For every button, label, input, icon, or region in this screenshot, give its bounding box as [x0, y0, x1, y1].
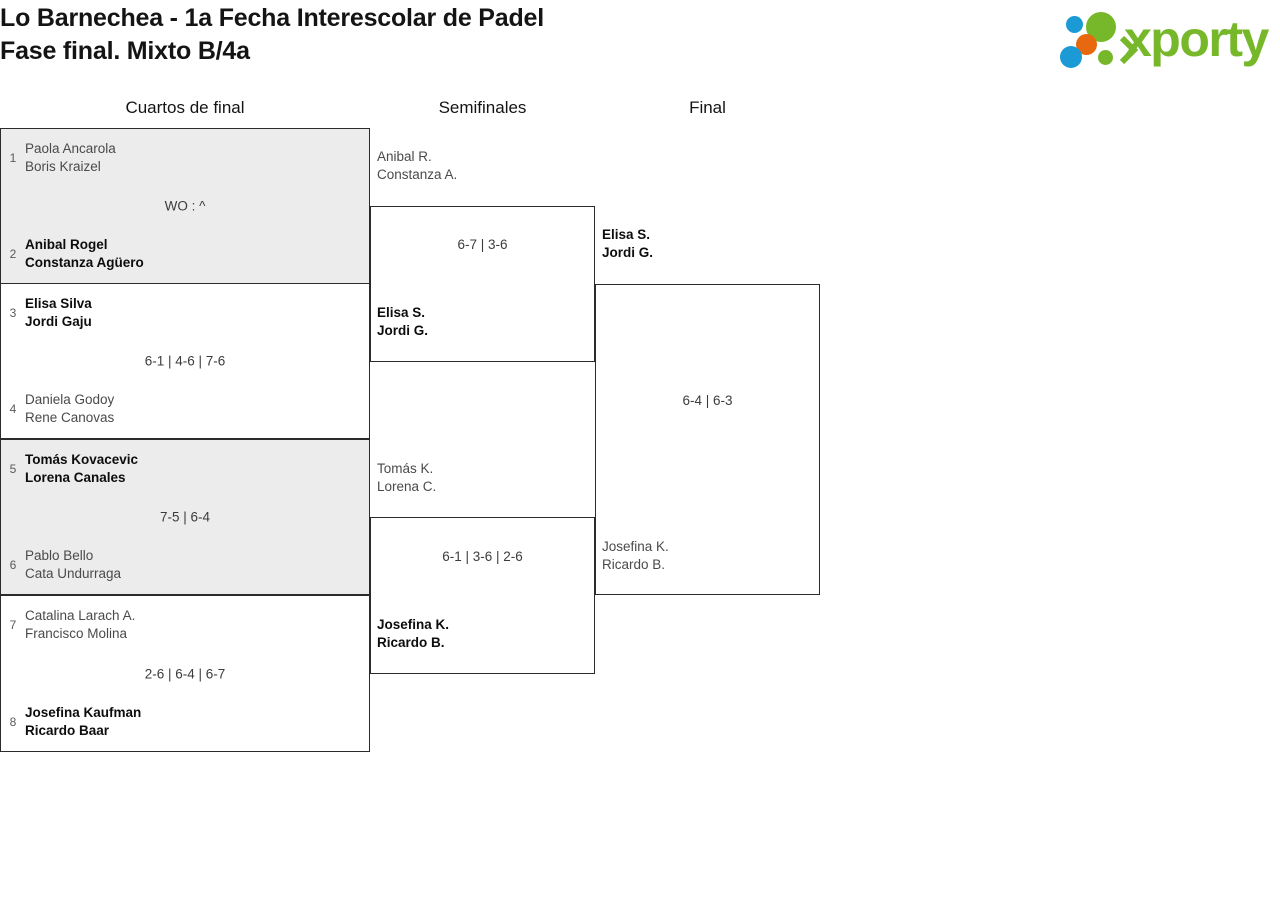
- player-name-1: Elisa S.: [602, 227, 651, 242]
- team-names: Catalina Larach A. Francisco Molina: [25, 607, 135, 643]
- seed-number: 1: [9, 151, 17, 165]
- logo-dot-green-small: [1098, 50, 1113, 65]
- match-team-top[interactable]: 3 Elisa Silva Jordi Gaju: [1, 291, 369, 335]
- match-quarterfinal-2[interactable]: 3 Elisa Silva Jordi Gaju 6-1 | 4-6 | 7-6…: [0, 283, 370, 439]
- match-score: 7-5 | 6-4: [159, 509, 211, 525]
- match-semifinal-2[interactable]: [370, 517, 595, 674]
- semifinal-2-score: 6-1 | 3-6 | 2-6: [442, 549, 523, 564]
- match-team-top[interactable]: 1 Paola Ancarola Boris Kraizel: [1, 136, 369, 180]
- player-name-1: Daniela Godoy: [25, 392, 115, 407]
- player-name-1: Pablo Bello: [25, 548, 94, 563]
- team-names: Anibal Rogel Constanza Agüero: [25, 236, 144, 272]
- seed-number: 3: [9, 306, 17, 320]
- match-score: 6-1 | 4-6 | 7-6: [144, 353, 226, 369]
- player-name-1: Anibal Rogel: [25, 237, 108, 252]
- logo-dot-blue-large: [1060, 46, 1082, 68]
- player-name-1: Anibal R.: [377, 149, 432, 164]
- match-team-bottom[interactable]: 2 Anibal Rogel Constanza Agüero: [1, 232, 369, 276]
- player-name-1: Elisa Silva: [25, 296, 92, 311]
- final-score: 6-4 | 6-3: [682, 393, 733, 408]
- player-name-1: Paola Ancarola: [25, 141, 116, 156]
- team-names: Paola Ancarola Boris Kraizel: [25, 140, 116, 176]
- team-names: Josefina Kaufman Ricardo Baar: [25, 704, 141, 740]
- page-header: Lo Barnechea - 1a Fecha Interescolar de …: [0, 0, 1280, 88]
- logo-wordmark: xporty: [1124, 11, 1269, 67]
- round-header-final: Final: [689, 98, 726, 117]
- round-header-semifinals: Semifinales: [438, 98, 527, 117]
- player-name-1: Tomás K.: [377, 461, 434, 476]
- round-header-quarterfinals: Cuartos de final: [125, 98, 245, 117]
- title-line-2: Fase final. Mixto B/4a: [0, 37, 250, 65]
- logo-dot-orange: [1076, 34, 1097, 55]
- page-title: Lo Barnechea - 1a Fecha Interescolar de …: [0, 2, 544, 68]
- seed-number: 4: [9, 402, 17, 416]
- player-name-2: Ricardo B.: [377, 635, 445, 650]
- semifinal-1-team-top[interactable]: Anibal R. Constanza A.: [377, 148, 457, 184]
- player-name-2: Ricardo B.: [602, 557, 666, 572]
- semifinal-2-team-bottom[interactable]: Josefina K. Ricardo B.: [377, 616, 449, 652]
- logo-dots-icon: [1058, 10, 1139, 68]
- logo-dot-blue-small: [1066, 16, 1083, 33]
- player-name-1: Josefina K.: [602, 539, 669, 554]
- final-team-top[interactable]: Elisa S. Jordi G.: [602, 226, 653, 262]
- player-name-2: Cata Undurraga: [25, 566, 122, 581]
- match-final[interactable]: [595, 284, 820, 595]
- player-name-2: Jordi G.: [377, 323, 429, 338]
- semifinal-1-score: 6-7 | 3-6: [457, 237, 508, 252]
- player-name-2: Constanza Agüero: [25, 255, 144, 270]
- match-team-top[interactable]: 5 Tomás Kovacevic Lorena Canales: [1, 447, 369, 491]
- match-quarterfinal-4[interactable]: 7 Catalina Larach A. Francisco Molina 2-…: [0, 595, 370, 752]
- player-name-2: Ricardo Baar: [25, 723, 110, 738]
- team-names: Pablo Bello Cata Undurraga: [25, 547, 121, 583]
- player-name-1: Elisa S.: [377, 305, 426, 320]
- match-team-bottom[interactable]: 8 Josefina Kaufman Ricardo Baar: [1, 700, 369, 744]
- match-semifinal-1[interactable]: [370, 206, 595, 362]
- semifinal-2-team-top[interactable]: Tomás K. Lorena C.: [377, 460, 436, 496]
- player-name-2: Lorena C.: [377, 479, 437, 494]
- player-name-1: Tomás Kovacevic: [25, 452, 139, 467]
- final-team-bottom[interactable]: Josefina K. Ricardo B.: [602, 538, 669, 574]
- player-name-2: Francisco Molina: [25, 626, 128, 641]
- xporty-logo[interactable]: xporty: [1050, 4, 1274, 70]
- match-score: 2-6 | 6-4 | 6-7: [144, 666, 226, 681]
- seed-number: 6: [9, 558, 17, 572]
- match-team-top[interactable]: 7 Catalina Larach A. Francisco Molina: [1, 603, 369, 647]
- match-team-bottom[interactable]: 4 Daniela Godoy Rene Canovas: [1, 387, 369, 431]
- match-quarterfinal-1[interactable]: 1 Paola Ancarola Boris Kraizel WO : ^ 2 …: [0, 128, 370, 284]
- logo-chevron-icon: [1120, 36, 1139, 64]
- seed-number: 5: [9, 462, 17, 476]
- semifinal-1-team-bottom[interactable]: Elisa S. Jordi G.: [377, 304, 428, 340]
- team-names: Tomás Kovacevic Lorena Canales: [25, 451, 138, 487]
- player-name-2: Rene Canovas: [25, 410, 115, 425]
- title-line-1: Lo Barnechea - 1a Fecha Interescolar de …: [0, 4, 545, 32]
- team-names: Daniela Godoy Rene Canovas: [25, 391, 114, 427]
- player-name-1: Josefina Kaufman: [25, 705, 142, 720]
- player-name-2: Constanza A.: [377, 167, 458, 182]
- match-quarterfinal-3[interactable]: 5 Tomás Kovacevic Lorena Canales 7-5 | 6…: [0, 439, 370, 595]
- player-name-2: Jordi Gaju: [25, 314, 92, 329]
- seed-number: 2: [9, 247, 17, 261]
- player-name-2: Lorena Canales: [25, 470, 126, 485]
- match-score: WO : ^: [164, 198, 206, 214]
- player-name-1: Catalina Larach A.: [25, 608, 136, 623]
- team-names: Elisa Silva Jordi Gaju: [25, 295, 92, 331]
- match-team-bottom[interactable]: 6 Pablo Bello Cata Undurraga: [1, 543, 369, 587]
- player-name-2: Jordi G.: [602, 245, 654, 260]
- seed-number: 8: [9, 715, 17, 729]
- player-name-2: Boris Kraizel: [25, 159, 101, 174]
- player-name-1: Josefina K.: [377, 617, 450, 632]
- seed-number: 7: [9, 618, 17, 632]
